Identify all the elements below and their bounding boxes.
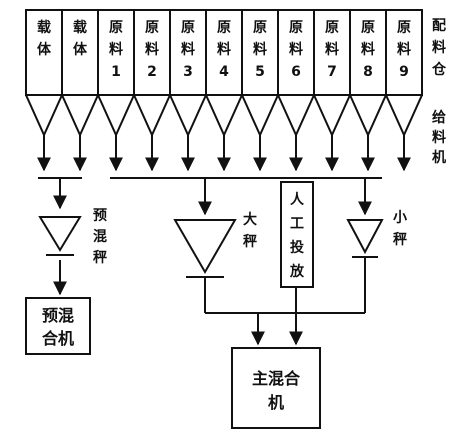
- bin-label: 料: [253, 41, 267, 58]
- big-scale-label-1: 大: [243, 211, 257, 228]
- bin-box: [385, 9, 423, 96]
- bin-label: 9: [399, 64, 409, 80]
- bin-4: 原料 3: [169, 9, 207, 172]
- bin-label: 原: [325, 20, 339, 36]
- bin-label: 载: [37, 19, 51, 36]
- bin-label: 1: [111, 64, 121, 80]
- bin-funnel: [133, 94, 171, 138]
- bin-funnel: [385, 94, 423, 138]
- bin-5: 原料 4: [205, 9, 243, 172]
- bin-10: 原料 9: [385, 9, 423, 172]
- bin-label: 料: [289, 41, 303, 58]
- bin-6: 原料 5: [241, 9, 279, 172]
- manual-feed-label-4: 放: [289, 263, 305, 280]
- premix-scale-label-2: 混: [93, 229, 107, 245]
- bin-label: 5: [255, 64, 265, 80]
- bin-funnel: [313, 94, 351, 138]
- big-scale-label: 大 秤: [243, 211, 257, 250]
- big-scale-triangle: [173, 219, 237, 275]
- bin-label: 料: [325, 41, 339, 58]
- bin-group-label-3: 仓: [431, 61, 447, 78]
- bin-label: 7: [327, 64, 337, 80]
- bin-label: 2: [147, 64, 157, 80]
- bin-label: 料: [145, 41, 159, 58]
- main-mixer-label-1: 主混合: [252, 369, 301, 388]
- feeder-label: 给 料 机: [432, 109, 446, 166]
- bin-label: 原: [397, 20, 411, 36]
- bin-label: 原: [181, 20, 195, 36]
- manual-feed-box: 人 工 投 放: [280, 181, 314, 288]
- bin-label: 原: [289, 20, 303, 36]
- bin-label: 载: [73, 19, 87, 36]
- bin-label: 料: [217, 41, 231, 58]
- small-scale: [346, 219, 384, 258]
- manual-feed-label-2: 工: [290, 216, 304, 232]
- big-scale-label-2: 秤: [243, 233, 257, 250]
- premixer-rect: [25, 297, 91, 355]
- manual-feed-label-1: 人: [290, 191, 305, 208]
- bin-label: 料: [109, 41, 123, 58]
- bin-label: 原: [109, 20, 123, 36]
- bin-funnel: [241, 94, 279, 138]
- bin-label: 4: [219, 64, 229, 80]
- premixer-box: 预混 合机: [25, 297, 91, 355]
- bin-label: 原: [361, 20, 375, 36]
- small-scale-label: 小 秤: [393, 210, 407, 248]
- bin-funnel: [25, 94, 63, 138]
- bin-9: 原料 8: [349, 9, 387, 172]
- big-scale: [173, 219, 237, 278]
- bin-label: 体: [73, 41, 88, 58]
- feeder-label-1: 给: [432, 109, 446, 126]
- feeder-label-2: 料: [432, 129, 446, 146]
- bin-label: 料: [361, 41, 375, 58]
- bin-label: 料: [397, 41, 411, 58]
- premix-scale: [38, 216, 82, 256]
- premix-scale-label-1: 预: [93, 208, 107, 224]
- bin-label: 料: [181, 41, 195, 58]
- bin-7: 原料 6: [277, 9, 315, 172]
- bin-funnel: [349, 94, 387, 138]
- bin-label: 6: [291, 64, 301, 80]
- premix-scale-label: 预 混 秤: [93, 208, 107, 266]
- bin-label: 体: [37, 41, 52, 58]
- main-mixer-label-2: 机: [268, 393, 284, 412]
- bin-group-label: 配 料 仓: [431, 18, 447, 78]
- manual-feed-rect: [280, 181, 314, 288]
- bin-0: 载体: [25, 9, 63, 172]
- bin-group-label-1: 配: [432, 18, 446, 34]
- bin-funnel: [169, 94, 207, 138]
- feeder-label-3: 机: [432, 149, 446, 166]
- bin-8: 原料 7: [313, 9, 351, 172]
- small-scale-label-2: 秤: [393, 231, 407, 248]
- small-scale-label-1: 小: [393, 210, 407, 226]
- bin-funnel: [277, 94, 315, 138]
- bin-funnel: [205, 94, 243, 138]
- bin-label: 原: [145, 20, 159, 36]
- bin-funnel: [97, 94, 135, 138]
- bin-2: 原料 1: [97, 9, 135, 172]
- premix-scale-triangle: [38, 216, 82, 252]
- bin-label: 3: [183, 64, 193, 80]
- bin-3: 原料 2: [133, 9, 171, 172]
- main-mixer-box: 主混合 机: [231, 347, 321, 429]
- premixer-label-1: 预混: [42, 306, 74, 325]
- bin-label: 原: [253, 20, 267, 36]
- flow-lines: [38, 177, 382, 346]
- bin-label: 8: [363, 64, 373, 80]
- premix-scale-label-3: 秤: [93, 249, 107, 266]
- bin-group-label-2: 料: [432, 39, 446, 56]
- bin-1: 载体: [61, 9, 99, 172]
- bin-label: 原: [217, 20, 231, 36]
- premixer-label-2: 合机: [42, 329, 74, 348]
- main-mixer-rect: [231, 347, 321, 429]
- manual-feed-label-3: 投: [290, 240, 304, 256]
- bin-funnel: [61, 94, 99, 138]
- small-scale-triangle: [346, 219, 384, 255]
